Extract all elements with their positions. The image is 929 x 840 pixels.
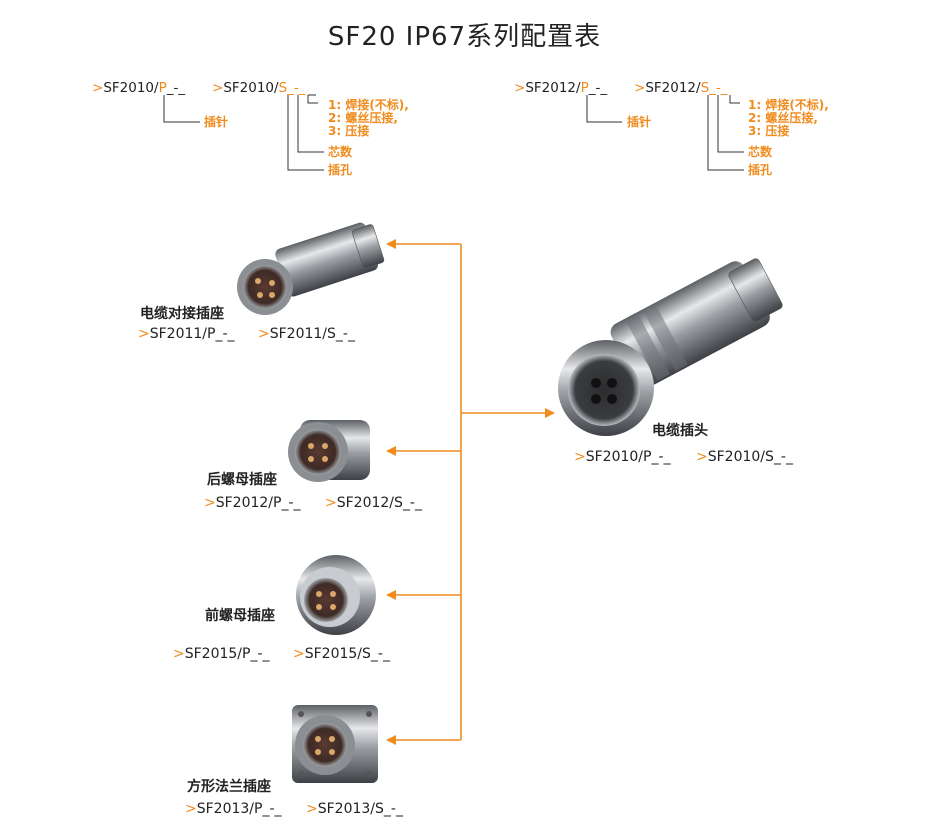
legend-1-socket-code: >SF2010/S_-_ bbox=[212, 80, 306, 96]
cable-coupler-image bbox=[237, 222, 385, 315]
code-prefix: SF2012/ bbox=[525, 80, 581, 96]
legend-2-brackets bbox=[586, 95, 744, 171]
gt-mark: > bbox=[306, 801, 318, 817]
gt-mark: > bbox=[258, 326, 270, 342]
legend-2-pin-label: 插针 bbox=[627, 115, 652, 129]
center-code-plug: >SF2010/P_-_ bbox=[574, 449, 671, 465]
mate-4-name: 方形法兰插座 bbox=[187, 779, 271, 795]
mate-1-code-plug: >SF2011/P_-_ bbox=[138, 326, 235, 342]
code-text: SF2010/P_-_ bbox=[585, 449, 671, 465]
page-title: SF20 IP67系列配置表 bbox=[327, 22, 602, 52]
code-text: SF2015/P_-_ bbox=[184, 646, 270, 662]
mate-1-code-socket: >SF2011/S_-_ bbox=[258, 326, 355, 342]
legend-2-termination-1: 1: 焊接(不标), bbox=[748, 98, 829, 112]
code-letter: P bbox=[158, 80, 167, 96]
code-prefix: SF2012/ bbox=[645, 80, 701, 96]
legend-1-core-label: 芯数 bbox=[328, 145, 353, 159]
code-text: SF2013/S_-_ bbox=[317, 801, 403, 817]
legend-1-plug-code: >SF2010/P_-_ bbox=[92, 80, 185, 96]
code-letter: S bbox=[278, 80, 288, 96]
mate-1-name: 电缆对接插座 bbox=[140, 306, 224, 322]
legend-2-plug-code: >SF2012/P_-_ bbox=[514, 80, 607, 96]
code-prefix: SF2010/ bbox=[223, 80, 279, 96]
gt-mark: > bbox=[293, 646, 305, 662]
mate-4-code-plug: >SF2013/P_-_ bbox=[185, 801, 282, 817]
arrow-lines bbox=[386, 239, 555, 745]
center-code-socket: >SF2010/S_-_ bbox=[696, 449, 793, 465]
code-suffix: _-_ bbox=[287, 80, 306, 96]
legend-1-brackets bbox=[163, 94, 324, 171]
code-text: SF2011/S_-_ bbox=[269, 326, 355, 342]
gt-mark: > bbox=[574, 449, 586, 465]
legend-2-termination-2: 2: 螺丝压接, bbox=[748, 111, 818, 125]
rear-nut-receptacle-image bbox=[288, 420, 370, 482]
code-text: SF2013/P_-_ bbox=[196, 801, 282, 817]
code-suffix: _-_ bbox=[588, 80, 608, 96]
code-text: SF2015/S_-_ bbox=[304, 646, 390, 662]
gt-mark: > bbox=[325, 495, 337, 511]
square-flange-receptacle-image bbox=[292, 705, 378, 783]
mate-3-code-plug: >SF2015/P_-_ bbox=[173, 646, 270, 662]
gt-mark: > bbox=[204, 495, 216, 511]
mate-2-name: 后螺母插座 bbox=[207, 472, 277, 488]
legend-2-termination-3: 3: 压接 bbox=[748, 124, 790, 138]
code-suffix: _-_ bbox=[166, 80, 186, 96]
gt-mark: > bbox=[514, 80, 526, 96]
code-text: SF2012/S_-_ bbox=[336, 495, 422, 511]
legend-1-termination-1: 1: 焊接(不标), bbox=[328, 98, 409, 112]
legend-2-hole-label: 插孔 bbox=[748, 163, 773, 177]
code-suffix: _-_ bbox=[709, 80, 728, 96]
gt-mark: > bbox=[634, 80, 646, 96]
code-text: SF2012/P_-_ bbox=[215, 495, 301, 511]
legend-1-hole-label: 插孔 bbox=[328, 163, 353, 177]
mate-3-code-socket: >SF2015/S_-_ bbox=[293, 646, 390, 662]
mate-2-code-plug: >SF2012/P_-_ bbox=[204, 495, 301, 511]
front-nut-receptacle-image bbox=[296, 555, 376, 635]
legend-2-core-label: 芯数 bbox=[748, 145, 773, 159]
gt-mark: > bbox=[92, 80, 104, 96]
legend-1-termination-2: 2: 螺丝压接, bbox=[328, 111, 398, 125]
gt-mark: > bbox=[212, 80, 224, 96]
legend-2-socket-code: >SF2012/S_-_ bbox=[634, 80, 728, 96]
code-letter: S bbox=[700, 80, 710, 96]
center-name: 电缆插头 bbox=[652, 423, 708, 439]
gt-mark: > bbox=[185, 801, 197, 817]
cable-plug-image bbox=[558, 258, 783, 436]
legend-1-termination-3: 3: 压接 bbox=[328, 124, 370, 138]
code-text: SF2011/P_-_ bbox=[149, 326, 235, 342]
mate-3-name: 前螺母插座 bbox=[205, 608, 275, 624]
legend-1-pin-label: 插针 bbox=[204, 115, 229, 129]
gt-mark: > bbox=[173, 646, 185, 662]
mate-4-code-socket: >SF2013/S_-_ bbox=[306, 801, 403, 817]
code-text: SF2010/S_-_ bbox=[707, 449, 793, 465]
code-prefix: SF2010/ bbox=[103, 80, 159, 96]
gt-mark: > bbox=[696, 449, 708, 465]
gt-mark: > bbox=[138, 326, 150, 342]
code-letter: P bbox=[580, 80, 589, 96]
mate-2-code-socket: >SF2012/S_-_ bbox=[325, 495, 422, 511]
